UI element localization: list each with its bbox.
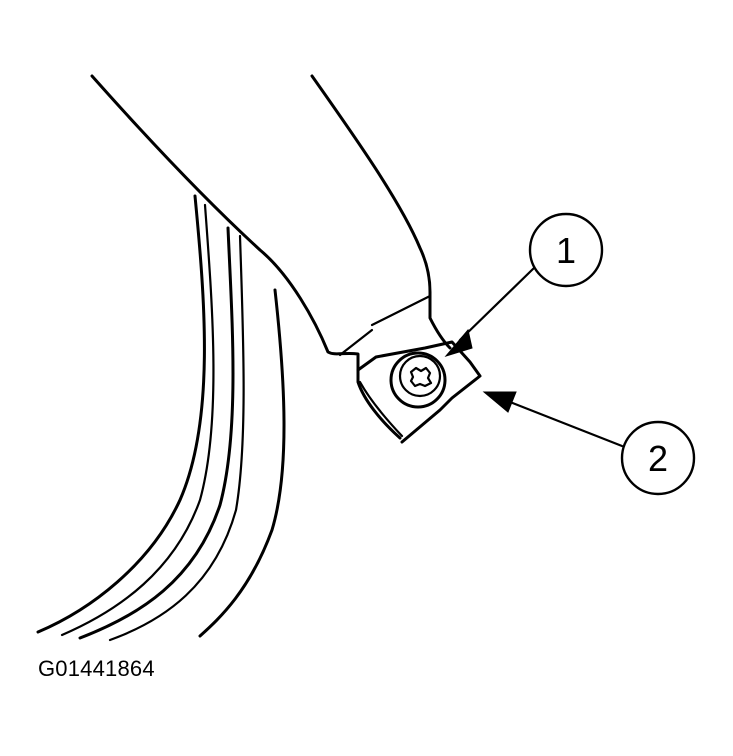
bracket-inner-edge: [358, 380, 404, 438]
bracket: [356, 340, 482, 444]
panel-outline: [90, 74, 402, 440]
callout-2-number: 2: [648, 438, 668, 479]
callout-1-number: 1: [556, 230, 576, 271]
bolt-head: [389, 351, 447, 409]
figure-id: G01441864: [38, 656, 155, 681]
housing-arm: [310, 74, 452, 350]
bracket-fold-line: [370, 294, 432, 327]
callout-1: 1: [444, 212, 604, 357]
callout-2: 2: [482, 391, 696, 496]
body-contour-lines: [36, 194, 286, 642]
bracket-fold-line-2: [338, 328, 374, 357]
